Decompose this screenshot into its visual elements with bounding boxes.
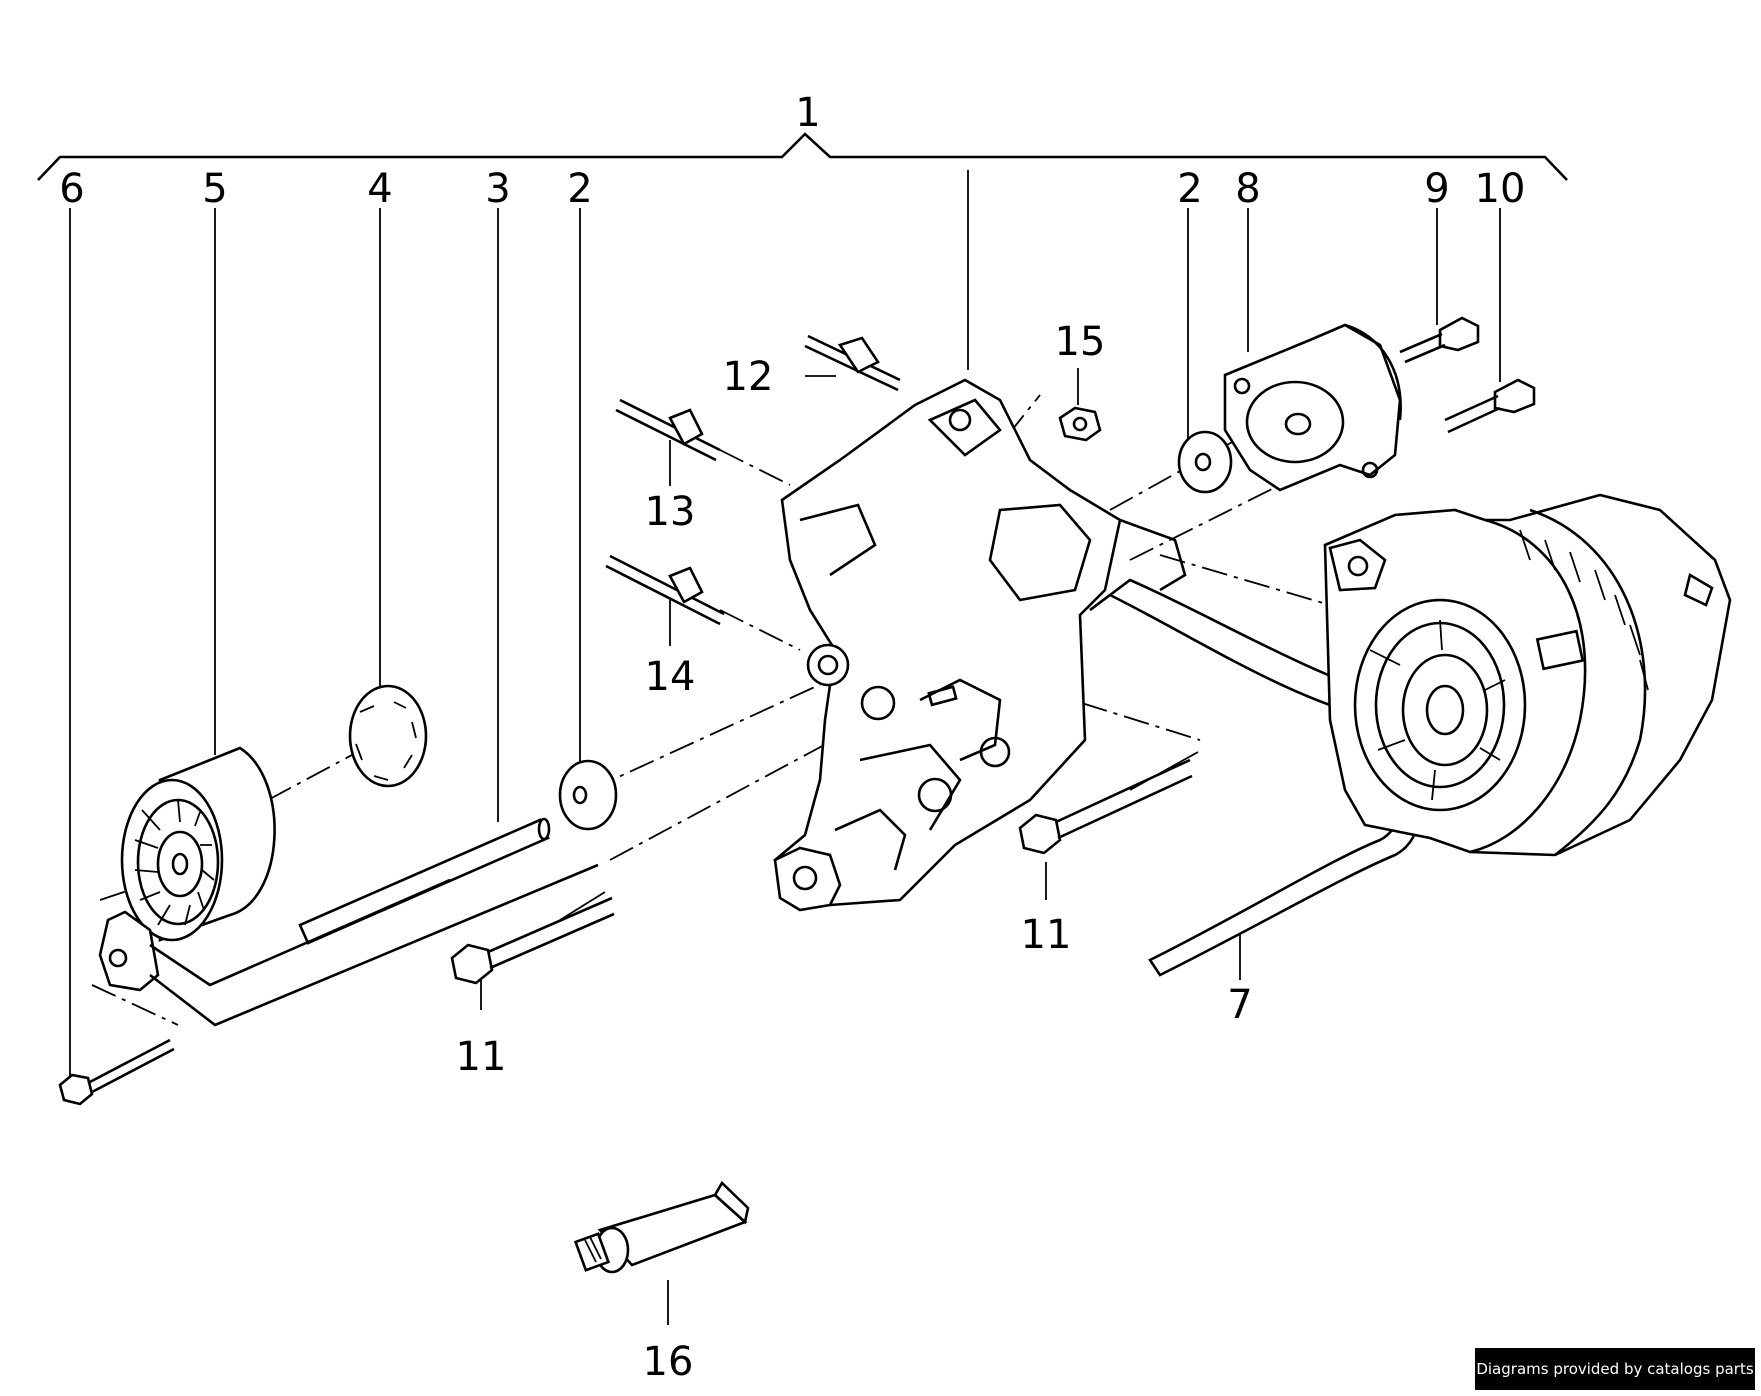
- part-2-spacer-right: [1177, 430, 1233, 494]
- part-4-cap: [348, 684, 428, 788]
- label-7: 7: [1227, 982, 1252, 1028]
- part-13-stud: [615, 398, 721, 462]
- label-8: 8: [1235, 166, 1260, 212]
- part-11-bolt-right: [1018, 751, 1199, 855]
- assembly-axes: [91, 394, 1351, 1026]
- part-2-spacer-left: [558, 759, 618, 831]
- label-13: 13: [645, 489, 696, 535]
- label-2-left: 2: [567, 166, 592, 212]
- part-16-tube: [573, 1180, 750, 1274]
- link-bracket: [98, 863, 599, 1027]
- label-10: 10: [1475, 166, 1526, 212]
- label-6: 6: [59, 166, 84, 212]
- leader-lines: [69, 170, 1501, 1325]
- label-11-left: 11: [456, 1034, 507, 1080]
- callout-labels: 1 6 5 4 3 2 2 8 9 10 15 12 13 14 11 11 7…: [59, 90, 1525, 1385]
- part-11-bolt-left: [450, 891, 615, 985]
- part-9-bolt: [1399, 316, 1480, 364]
- label-15: 15: [1055, 319, 1106, 365]
- label-5: 5: [202, 166, 227, 212]
- part-15-nut: [1058, 406, 1102, 442]
- label-14: 14: [645, 654, 696, 700]
- part-10-bolt: [1444, 378, 1536, 434]
- part-12-stud: [804, 334, 901, 392]
- part-14-stud: [605, 554, 725, 626]
- label-4: 4: [367, 166, 392, 212]
- part-8-tensioner: [1223, 323, 1402, 492]
- bracket-assembly: [773, 378, 1187, 912]
- label-11-right: 11: [1021, 912, 1072, 958]
- label-1: 1: [795, 90, 820, 136]
- part-3-sleeve: [298, 817, 551, 945]
- label-3: 3: [485, 166, 510, 212]
- part-5-pulley: [120, 746, 276, 942]
- credit-badge: Diagrams provided by catalogs parts: [1475, 1348, 1755, 1390]
- label-2-right: 2: [1177, 166, 1202, 212]
- part-6-bolt: [58, 1038, 175, 1106]
- group-bracket: [37, 132, 1568, 181]
- alternator: [1323, 493, 1732, 857]
- label-9: 9: [1424, 166, 1449, 212]
- label-12: 12: [723, 354, 774, 400]
- label-16: 16: [643, 1339, 694, 1385]
